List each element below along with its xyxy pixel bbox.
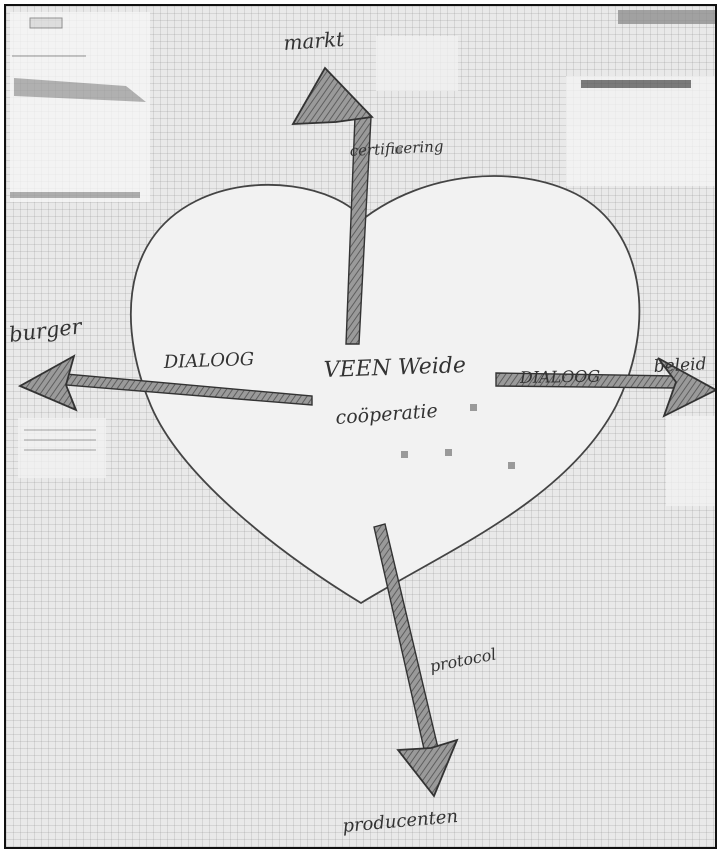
target-producenten: producenten	[342, 806, 459, 837]
diagram-canvas: markt certificering burger DIALOOG VEEN …	[6, 6, 717, 849]
marker-dot	[401, 451, 408, 458]
note-left-mid	[18, 418, 106, 478]
marker-dot	[508, 462, 515, 469]
label-certificering: certificering	[349, 137, 444, 160]
note-top-left	[10, 12, 150, 202]
note-right-mid	[666, 416, 717, 506]
label-protocol: protocol	[428, 644, 498, 675]
center-line1: VEEN Weide	[323, 353, 466, 383]
label-dialoog-left: DIALOOG	[162, 349, 254, 373]
note-top-left-base	[10, 192, 140, 198]
marker-dot	[470, 404, 477, 411]
note-top-mid	[376, 36, 458, 91]
target-beleid: beleid	[653, 354, 707, 377]
note-top-left-mark	[30, 18, 62, 28]
note-top-right-bar	[581, 80, 691, 88]
diagram-frame: markt certificering burger DIALOOG VEEN …	[4, 4, 717, 849]
target-markt: markt	[283, 27, 346, 55]
marker-dot	[445, 449, 452, 456]
label-dialoog-right: DIALOOG	[519, 367, 601, 387]
note-top-right-strip	[618, 10, 717, 24]
target-burger: burger	[8, 314, 85, 347]
note-top-right	[566, 76, 716, 186]
